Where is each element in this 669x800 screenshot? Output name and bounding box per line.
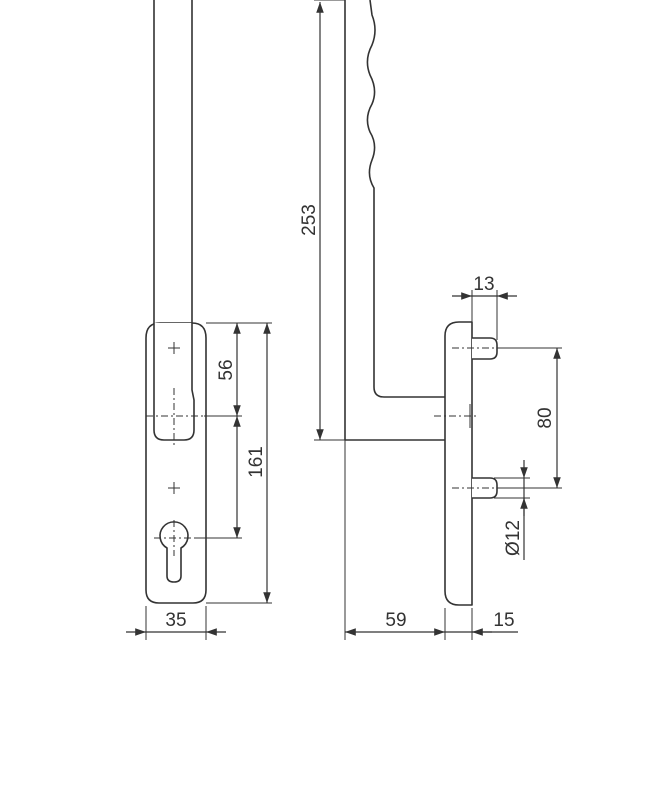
dim-15-label: 15 [493,610,514,631]
dim-13-label: 13 [473,274,494,295]
side-view [344,0,508,640]
side-dimensions: 253 59 15 13 80 Ø12 [299,0,562,640]
front-handle-neck [153,323,195,441]
dim-59-label: 59 [385,610,406,631]
front-dimensions: 56 161 35 [126,322,272,640]
dim-253-label: 253 [299,204,320,236]
dim-35-label: 35 [165,610,186,631]
dim-56-label: 56 [216,359,237,380]
side-handle-profile [344,0,449,441]
dim-diameter-label: Ø12 [503,520,524,556]
lower-screw-mark [168,482,180,494]
dim-80-label: 80 [535,407,556,428]
side-plate [444,321,473,606]
front-view [145,0,207,604]
dim-161-label: 161 [246,446,267,478]
upper-screw-mark [168,342,180,354]
